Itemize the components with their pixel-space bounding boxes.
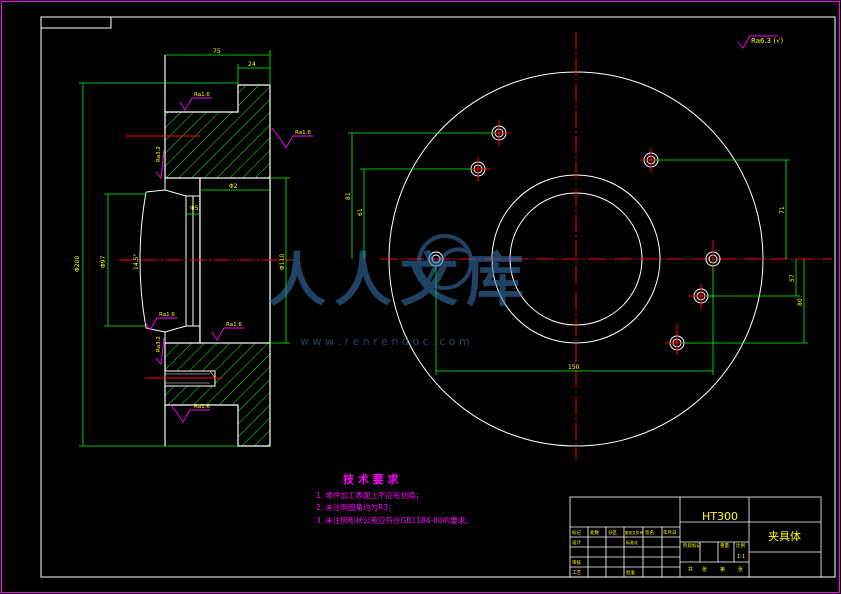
dim-outer-dia: Φ200	[74, 256, 81, 272]
notes-heading: 技 术 要 求	[343, 472, 399, 486]
sheet-label: 第	[720, 566, 725, 573]
dim-150: 150	[568, 364, 580, 371]
roughness-label: Ra1.6	[295, 130, 311, 136]
spherical-face	[139, 191, 147, 329]
inner-frame	[40, 16, 836, 578]
roughness-labels: Ra1.6 Ra1.6 Ra3.2 Ra1.6 Ra1.6 Ra3.2 Ra1.…	[156, 92, 311, 410]
title-row-label: 年月日	[663, 529, 677, 536]
roughness-symbols	[144, 97, 313, 423]
plan-dimensions	[348, 132, 808, 375]
bolt-hole	[665, 324, 689, 355]
section-dimension-labels: 75 24 Φ200 Φ97 14.5° Φ5 Φ2 Φ110	[74, 48, 286, 272]
dim-face-dia: Φ97	[100, 255, 107, 268]
roughness-label: Ra1.6	[159, 312, 175, 318]
title-left-row: 工艺	[572, 570, 581, 576]
general-finish-label: Ra6.3 (√)	[751, 37, 784, 45]
technical-notes: 技 术 要 求 1. 零件加工表面上不应有划痕； 2. 未注倒圆角均为R3； 3…	[316, 472, 473, 525]
face-top	[145, 189, 166, 193]
title-row-label: 分区	[608, 529, 617, 536]
roughness-symbol	[271, 127, 313, 149]
title-left-row: 设计	[572, 539, 581, 546]
bolt-holes	[428, 120, 721, 355]
bolt-hole	[466, 157, 490, 182]
title-block-text: HT300 夹具体 标记 处数 分区 更改文件号 签名 年月日 设计 审核 工艺…	[572, 510, 801, 576]
dim-width: 75	[213, 48, 221, 55]
dim-bore-step: Φ2	[229, 183, 238, 190]
roughness-label: Ra3.2	[156, 146, 162, 162]
roughness-symbol	[179, 97, 212, 111]
dim-81: 81	[345, 192, 352, 200]
title-mid-row: 标准化	[626, 539, 638, 545]
watermark: 人人文库 w w w . r e n r e n d o c . c o m	[268, 234, 532, 348]
notes-item: 2. 未注倒圆角均为R3；	[316, 502, 396, 512]
notes-item: 3. 未注明形状公差应符合GB1184-80的要求。	[316, 515, 473, 525]
roughness-symbol	[155, 149, 165, 180]
title-row-label: 标记	[572, 529, 581, 536]
scale-value: 1:1	[737, 554, 745, 560]
roughness-label: Ra1.6	[226, 322, 242, 328]
watermark-logo	[417, 234, 473, 290]
bore-groove	[186, 195, 200, 327]
title-block	[569, 496, 822, 578]
dim-angle: 14.5°	[133, 254, 140, 270]
notes-item: 1. 零件加工表面上不应有划痕；	[316, 490, 423, 500]
stage-label: 重量	[720, 542, 729, 549]
stage-label: 比例	[736, 542, 745, 549]
material-label: HT300	[702, 510, 738, 523]
sheet-label: 共	[688, 566, 693, 573]
roughness-symbol	[155, 337, 165, 366]
bore-taper	[164, 178, 187, 343]
roughness-label: Ra1.6	[194, 404, 210, 410]
dim-80: 80	[797, 298, 804, 306]
section-dimensions	[79, 50, 290, 447]
dim-bore-dia: Φ110	[279, 254, 286, 270]
watermark-logo	[426, 247, 469, 283]
title-row-label: 处数	[590, 529, 599, 536]
plan-view	[380, 32, 832, 460]
roughness-label: Ra1.6	[194, 92, 210, 98]
tapped-hole-tip	[209, 370, 216, 379]
sheet-label: 张	[702, 566, 707, 573]
plan-dimension-labels: 81 61 71 57 80 150	[345, 192, 804, 371]
general-finish-symbol	[737, 35, 778, 49]
dim-flange: 24	[248, 61, 256, 68]
title-row-label: 更改文件号	[625, 530, 643, 535]
roughness-symbol	[144, 317, 177, 331]
roughness-label: Ra3.2	[156, 336, 162, 352]
roughness-symbol	[169, 403, 210, 423]
dim-57: 57	[789, 274, 796, 282]
sheet-label: 张	[738, 566, 743, 573]
title-row-label: 签名	[645, 529, 654, 536]
part-name: 夹具体	[768, 529, 801, 543]
stage-label: 阶段标记	[683, 542, 701, 549]
dim-71: 71	[779, 206, 786, 214]
code-box	[40, 16, 112, 29]
title-mid-row: 批准	[626, 569, 635, 576]
bolt-hole	[689, 284, 713, 309]
dim-groove: Φ5	[190, 205, 199, 212]
title-left-row: 审核	[572, 559, 581, 566]
section-view	[118, 55, 294, 447]
watermark-url: w w w . r e n r e n d o c . c o m	[300, 335, 470, 348]
dim-61: 61	[357, 208, 364, 216]
roughness-symbol	[211, 327, 244, 341]
watermark-text: 人人文库	[268, 246, 532, 314]
